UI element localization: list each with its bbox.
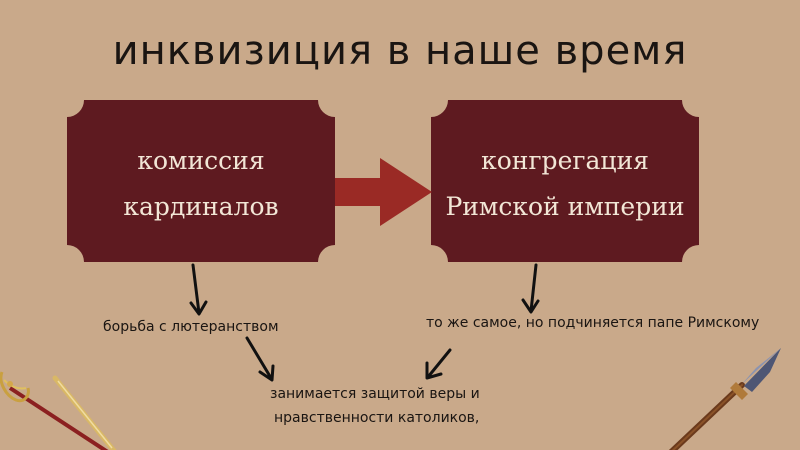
sword-decoration <box>0 371 117 450</box>
connector-arrow <box>335 158 432 226</box>
bottom-note-line2: нравственности католиков, <box>274 410 480 426</box>
arrow-left-down <box>189 263 208 316</box>
arrow-right-down <box>521 263 540 314</box>
left-box-label: комиссия кардиналов <box>67 138 335 230</box>
right-box-shape <box>431 100 699 262</box>
bottom-note-line1: занимается защитой веры и <box>270 386 480 402</box>
left-box-shape <box>67 100 335 262</box>
arrow-to-bottom-right <box>425 348 452 380</box>
left-box-line2: кардиналов <box>123 192 279 221</box>
right-box-line1: конгрегация <box>481 146 649 175</box>
right-note: то же самое, но подчиняется папе Римском… <box>426 315 760 331</box>
page-title: инквизиция в наше время <box>112 28 688 74</box>
bottom-note: занимается защитой веры и нравственности… <box>270 382 530 430</box>
right-box-line2: Римской империи <box>445 192 685 221</box>
spear-decoration <box>668 348 781 450</box>
left-box-line1: комиссия <box>137 146 265 175</box>
left-note: борьба с лютеранством <box>103 319 279 335</box>
arrow-to-bottom-left <box>245 336 275 382</box>
right-box-label: конгрегация Римской империи <box>431 138 699 230</box>
